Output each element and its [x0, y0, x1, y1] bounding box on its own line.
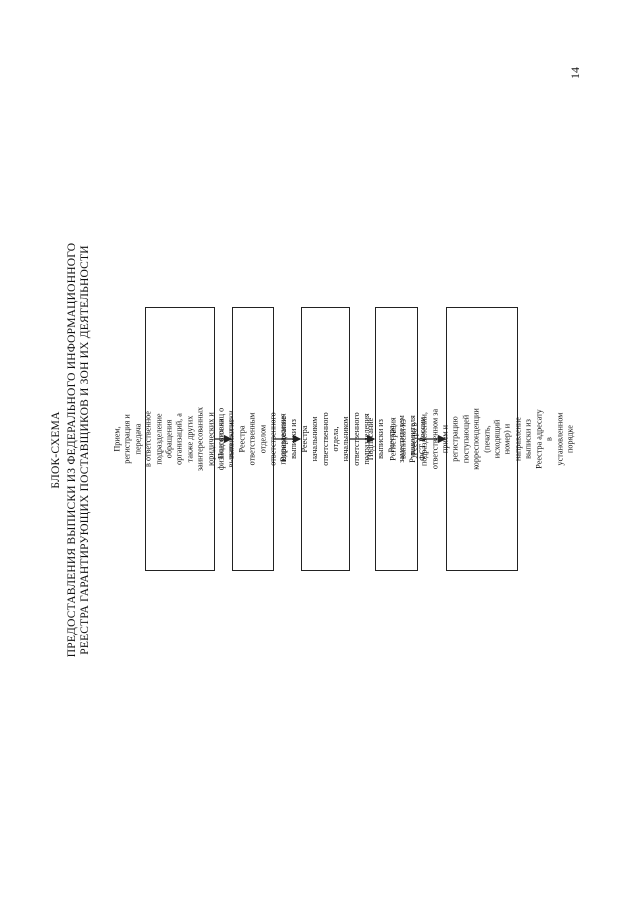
- step-box-3: Визирование выписки из Реестра начальник…: [279, 307, 371, 571]
- step-box-5: Регистрация выписки из Реестра в подразд…: [388, 307, 574, 571]
- step-box-1: Прием, регистрация и передача в ответств…: [112, 307, 246, 571]
- step-box-2: Подготовка выписки из Реестра ответствен…: [217, 307, 288, 571]
- step-box-4: Подписание выписки из Реестра заместител…: [365, 307, 426, 571]
